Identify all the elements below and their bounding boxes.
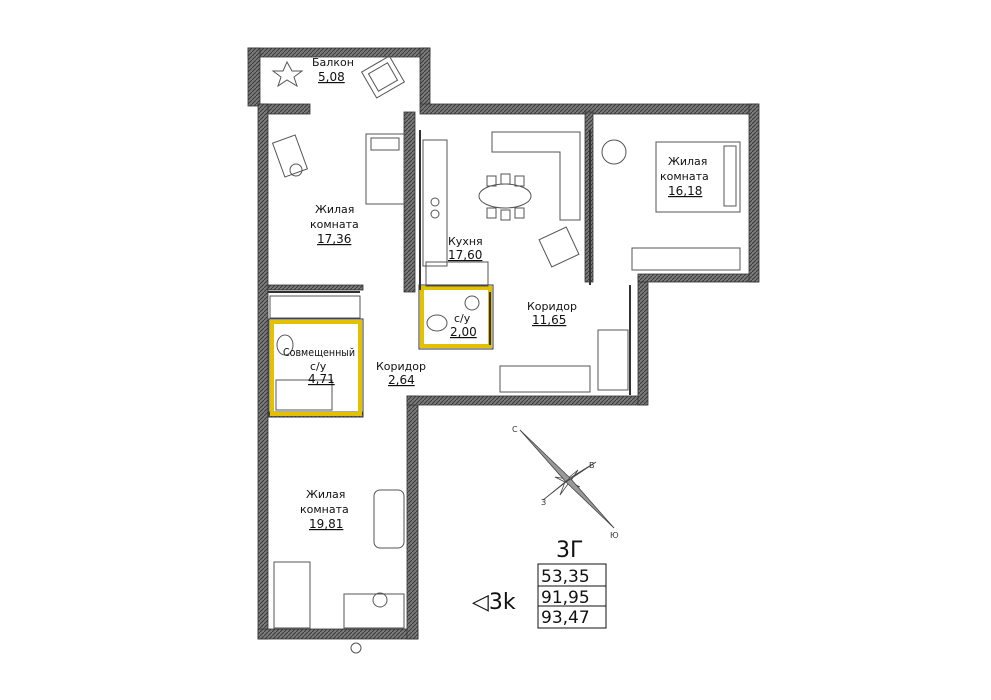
room-name-balcony: Балкон [312, 56, 354, 69]
room-name-living1-a: Жилая [315, 203, 354, 216]
room-name-living3-b: комната [300, 503, 349, 516]
compass-south: Ю [610, 531, 619, 540]
room-name-corridor2: Коридор [376, 360, 426, 373]
compass-west: З [541, 498, 546, 507]
total-area: 91,95 [541, 588, 590, 608]
compass-icon [519, 429, 615, 529]
room-name-corridor1: Коридор [527, 300, 577, 313]
apartment-code: 3Г [556, 538, 583, 563]
room-area-wc-small: 2,00 [450, 325, 477, 339]
room-name-living2-a: Жилая [668, 155, 707, 168]
room-area-corridor2: 2,64 [388, 373, 415, 387]
room-name-kitchen: Кухня [448, 235, 483, 248]
compass-east: В [589, 461, 595, 470]
room-area-living1: 17,36 [317, 232, 351, 246]
room-name-living1-b: комната [310, 218, 359, 231]
furniture [269, 55, 741, 654]
room-name-living2-b: комната [660, 170, 709, 183]
room-area-kitchen: 17,60 [448, 248, 482, 262]
room-labels: Балкон 5,08 Жилая комната 17,36 Кухня 17… [283, 56, 709, 531]
room-area-living3: 19,81 [309, 517, 343, 531]
room-area-balcony: 5,08 [318, 70, 345, 84]
room-area-wc-combined: 4,71 [308, 372, 335, 386]
total-living-area: 53,35 [541, 567, 590, 587]
totals-box [537, 563, 607, 629]
room-name-wc-small: с/у [454, 312, 471, 325]
partitions [268, 130, 631, 395]
room-name-wc-combined-b: с/у [310, 360, 327, 373]
walls [247, 47, 760, 640]
compass-north: С [512, 425, 518, 434]
plant-icon [271, 60, 304, 88]
total-area-with-balcony: 93,47 [541, 608, 590, 628]
room-area-corridor1: 11,65 [532, 313, 566, 327]
room-area-living2: 16,18 [668, 184, 702, 198]
room-name-living3-a: Жилая [306, 488, 345, 501]
apartment-type: ◁3k [472, 590, 516, 615]
room-name-wc-combined-a: Совмещенный [283, 346, 355, 359]
